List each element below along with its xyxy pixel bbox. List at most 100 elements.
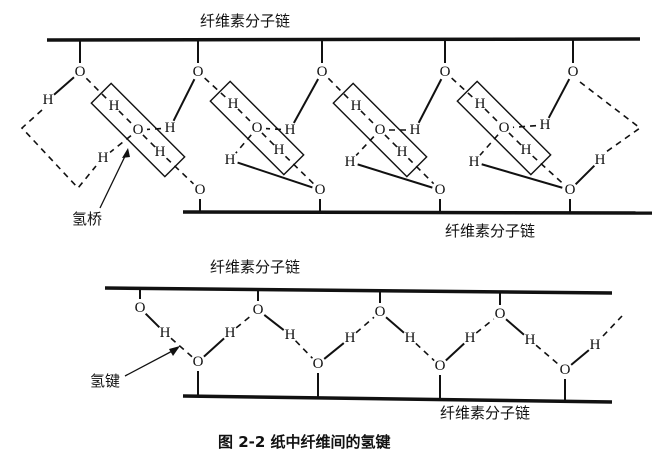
oxygen-atom: O <box>568 64 579 80</box>
hydrogen-bond-dashed <box>384 134 398 148</box>
covalent-bond <box>481 163 563 189</box>
covalent-bond <box>172 78 196 122</box>
oxygen-atom: O <box>435 358 446 374</box>
hydrogen-atom: H <box>465 330 476 346</box>
oxygen-atom: O <box>560 362 571 378</box>
top-lower-chain <box>182 210 653 215</box>
covalent-bond <box>505 318 525 336</box>
hydrogen-bond-dashed <box>415 342 435 362</box>
oxygen-atom: O <box>315 182 326 198</box>
top-upper-chain <box>46 37 641 42</box>
oxygen-atom: O <box>133 122 144 138</box>
hydrogen-atom: H <box>165 120 176 136</box>
arrowhead-icon <box>122 148 130 158</box>
hydrogen-atom: H <box>405 330 416 346</box>
oxygen-atom: O <box>375 122 386 138</box>
oxygen-atom: O <box>195 182 206 198</box>
covalent-bond <box>357 163 433 189</box>
covalent-bond <box>237 161 313 189</box>
oxygen-atom: O <box>375 304 386 320</box>
bottom-upper-chain <box>104 286 613 295</box>
top-upper-chain-label: 纤维素分子链 <box>200 12 290 30</box>
oxygen-atom: O <box>253 302 264 318</box>
hydrogen-atom: H <box>345 330 356 346</box>
hydrogen-atom: H <box>590 337 601 353</box>
covalent-bond <box>445 342 465 362</box>
covalent-bond <box>53 76 75 96</box>
hydrogen-bond-dashed <box>109 134 132 154</box>
hydrogen-atom: H <box>469 154 480 170</box>
oxygen-atom: O <box>565 182 576 198</box>
oxygen-atom: O <box>75 64 86 80</box>
hydrogen-bond-dashed <box>355 316 375 334</box>
hydrogen-atom: H <box>595 152 606 168</box>
hydrogen-bond-dashed <box>479 134 499 156</box>
oxygen-atom: O <box>435 182 446 198</box>
hydrogen-bond-dashed <box>475 318 495 334</box>
hydrogen-bond-dashed <box>20 109 97 190</box>
oxygen-atom: O <box>135 300 146 316</box>
covalent-bond <box>323 342 345 360</box>
hydrogen-bond-dashed <box>512 124 537 129</box>
hydrogen-atom: H <box>285 122 296 138</box>
hydrogen-atom: H <box>274 142 285 158</box>
hydrogen-bond-dashed <box>142 134 156 148</box>
hydrogen-bond-dashed <box>261 132 275 146</box>
hydrogen-bond-dashed <box>294 340 314 359</box>
covalent-bond <box>263 314 285 331</box>
covalent-bond <box>547 78 571 119</box>
hydrogen-bridge-label: 氢桥 <box>72 210 102 228</box>
covalent-bond <box>385 316 405 334</box>
hydrogen-atom: H <box>285 327 296 343</box>
hydrogen-bond-dashed <box>579 81 642 153</box>
hydrogen-atom: H <box>345 154 356 170</box>
covalent-bond <box>292 78 320 124</box>
oxygen-atom: O <box>252 120 263 136</box>
hydrogen-atom: H <box>98 150 109 166</box>
bridge-outline <box>456 80 552 176</box>
hydrogen-atom: H <box>521 142 532 158</box>
hydrogen-bond-dashed <box>484 108 500 124</box>
hydrogen-atom: H <box>525 332 536 348</box>
hydrogen-bridge-arrow <box>99 149 129 209</box>
hydrogen-atom: H <box>109 98 120 114</box>
hydrogen-atom: H <box>155 144 166 160</box>
covalent-bond <box>144 312 161 329</box>
oxygen-atom: O <box>317 64 328 80</box>
hydrogen-bond-dashed <box>235 134 252 154</box>
hydrogen-atom: H <box>351 98 362 114</box>
hydrogen-atom: H <box>225 152 236 168</box>
hydrogen-bond-dashed <box>170 337 193 358</box>
hydrogen-bond-dashed <box>146 127 162 131</box>
hydrogen-bond-dashed <box>204 77 227 99</box>
oxygen-atom: O <box>193 354 204 370</box>
hydrogen-bond-dashed <box>535 344 560 366</box>
hydrogen-atom: H <box>540 117 551 133</box>
covalent-bond <box>417 78 443 124</box>
hydrogen-bond-dashed <box>602 315 623 337</box>
figure-caption: 图 2-2 纸中纤维间的氢键 <box>218 433 391 451</box>
hydrogen-atom: H <box>225 325 236 341</box>
hydrogen-bond-dashed <box>355 136 375 156</box>
bottom-upper-chain-label: 纤维素分子链 <box>210 258 300 276</box>
oxygen-atom: O <box>313 356 324 372</box>
hydrogen-bond-dashed <box>451 77 474 99</box>
hydrogen-bond-dashed <box>407 157 435 185</box>
hydrogen-atom: H <box>43 92 54 108</box>
hydrogen-bond-dashed <box>85 77 109 101</box>
hydrogen-atom: H <box>228 96 239 112</box>
hydrogen-bond-dashed <box>532 155 564 185</box>
hydrogen-bond-dashed <box>235 314 253 329</box>
hydrogen-atom: H <box>475 96 486 112</box>
hydrogen-bond-dashed <box>237 108 253 124</box>
hydrogen-bond-dashed <box>265 127 282 131</box>
hydrogen-bond-dashed <box>327 77 351 101</box>
covalent-bond <box>574 164 596 186</box>
oxygen-atom: O <box>499 120 510 136</box>
hydrogen-atom: H <box>397 144 408 160</box>
hydrogen-bond-arrow <box>124 347 179 377</box>
covalent-bond <box>570 349 590 366</box>
